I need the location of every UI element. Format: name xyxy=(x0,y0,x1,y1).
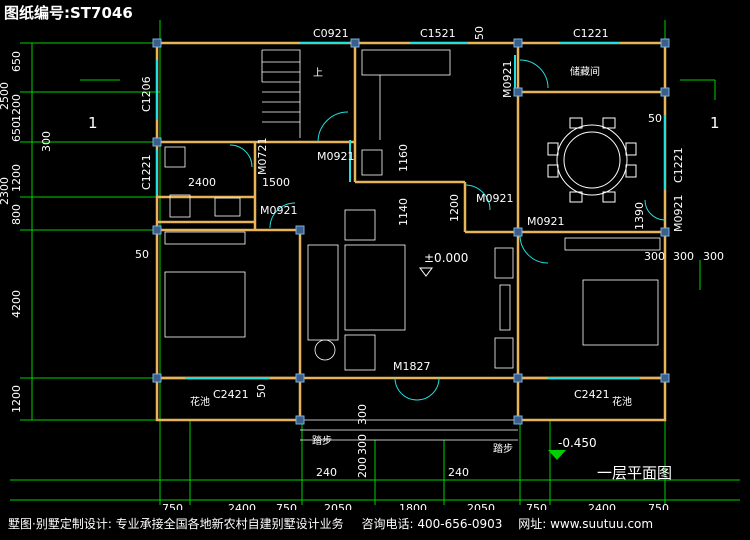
dim-left-8: 4200 xyxy=(10,290,23,318)
label-c2421-right: C2421 xyxy=(574,388,610,401)
label-m0921-kitchen: M0921 xyxy=(317,150,355,163)
drawing-number: 图纸编号:ST7046 xyxy=(4,4,133,22)
dim-left-1: 1200 xyxy=(10,94,23,122)
footer-phone-label: 咨询电话: xyxy=(361,517,414,531)
label-m0921-center: M0921 xyxy=(476,192,514,205)
interior-dimensions: 2400 1500 1160 1140 1200 1390 300 300 30… xyxy=(135,26,724,479)
label-up: 上 xyxy=(313,67,323,79)
label-step-right: 踏步 xyxy=(493,442,513,455)
dim-left-9: 1200 xyxy=(10,385,23,413)
label-m0921-bath: M0921 xyxy=(260,204,298,217)
label-m1827: M1827 xyxy=(393,360,431,373)
dim-int-13: 300 xyxy=(356,404,369,425)
dim-int-8: 300 xyxy=(703,250,724,263)
dim-int-7: 300 xyxy=(673,250,694,263)
dim-left-3: 2500 xyxy=(0,82,11,110)
dim-left-5: 1200 xyxy=(10,164,23,192)
bedroom-furniture xyxy=(164,231,661,346)
label-c2421-left: C2421 xyxy=(213,388,249,401)
dim-int-15: 240 xyxy=(316,466,337,479)
dim-int-1: 1500 xyxy=(262,176,290,189)
label-c1206: C1206 xyxy=(140,76,153,112)
dim-int-3: 1140 xyxy=(397,198,410,226)
label-planter-left: 花池 xyxy=(190,395,210,408)
footer-site-label: 网址: xyxy=(518,517,547,531)
door-swings xyxy=(229,59,666,401)
columns xyxy=(152,38,670,425)
label-m0721: M0721 xyxy=(256,138,269,176)
dim-int-5: 1390 xyxy=(633,202,646,230)
left-dimensions: 650 1200 650 2500 300 1200 800 2300 4200… xyxy=(0,51,53,413)
dim-int-14: 200 xyxy=(356,457,369,478)
label-storage: 储藏间 xyxy=(570,65,600,78)
dim-left-0: 650 xyxy=(10,51,23,72)
label-c1221-right: C1221 xyxy=(672,147,685,183)
dim-int-10: 50 xyxy=(648,112,662,125)
label-m0921-bed-right: M0921 xyxy=(527,215,565,228)
dim-int-12: 50 xyxy=(255,384,268,398)
inner-lines xyxy=(164,49,518,441)
dim-int-0: 2400 xyxy=(188,176,216,189)
footer-site: www.suutuu.com xyxy=(550,517,654,531)
dim-int-9: 50 xyxy=(473,26,486,40)
footer-company: 墅图·别墅定制设计: 专业承接全国各地新农村自建别墅设计业务 xyxy=(8,517,344,531)
room-labels: 储藏间 花池 花池 踏步 踏步 上 ±0.000 -0.450 1 1 xyxy=(88,65,720,455)
window-labels: C0921 C1521 C1221 C1206 C1221 C1221 C242… xyxy=(140,27,685,401)
dim-int-16: 240 xyxy=(448,466,469,479)
label-step-left: 踏步 xyxy=(312,434,332,447)
label-c1521: C1521 xyxy=(420,27,456,40)
dim-left-7: 2300 xyxy=(0,177,11,205)
label-outside-level: -0.450 xyxy=(558,436,597,450)
footer-phone: 400-656-0903 xyxy=(417,517,503,531)
label-c0921: C0921 xyxy=(313,27,349,40)
label-c1221-left: C1221 xyxy=(140,154,153,190)
label-axis-left: 1 xyxy=(88,114,98,132)
door-labels: M0921 M0921 M0721 M0921 M0921 M0921 M092… xyxy=(256,61,685,374)
dining-table xyxy=(547,117,637,203)
label-floor-level: ±0.000 xyxy=(424,251,468,265)
label-axis-right: 1 xyxy=(710,114,720,132)
dim-left-4: 300 xyxy=(40,131,53,152)
living-furniture xyxy=(307,209,514,371)
dim-int-17: 300 xyxy=(356,434,369,455)
label-planter-right: 花池 xyxy=(612,395,632,408)
dim-int-2: 1160 xyxy=(397,144,410,172)
dim-int-11: 50 xyxy=(135,248,149,261)
window-marks xyxy=(156,42,666,379)
dim-int-6: 300 xyxy=(644,250,665,263)
plan-title: 一层平面图 xyxy=(597,464,673,482)
footer-bar: 墅图·别墅定制设计: 专业承接全国各地新农村自建别墅设计业务 咨询电话: 400… xyxy=(0,510,750,540)
level-markers xyxy=(419,267,566,460)
dim-left-2: 650 xyxy=(10,121,23,142)
dim-int-4: 1200 xyxy=(448,194,461,222)
label-m0921-side: M0921 xyxy=(672,195,685,233)
label-m0921-top-right: M0921 xyxy=(501,61,514,99)
dim-left-6: 800 xyxy=(10,204,23,225)
label-c1221-top: C1221 xyxy=(573,27,609,40)
